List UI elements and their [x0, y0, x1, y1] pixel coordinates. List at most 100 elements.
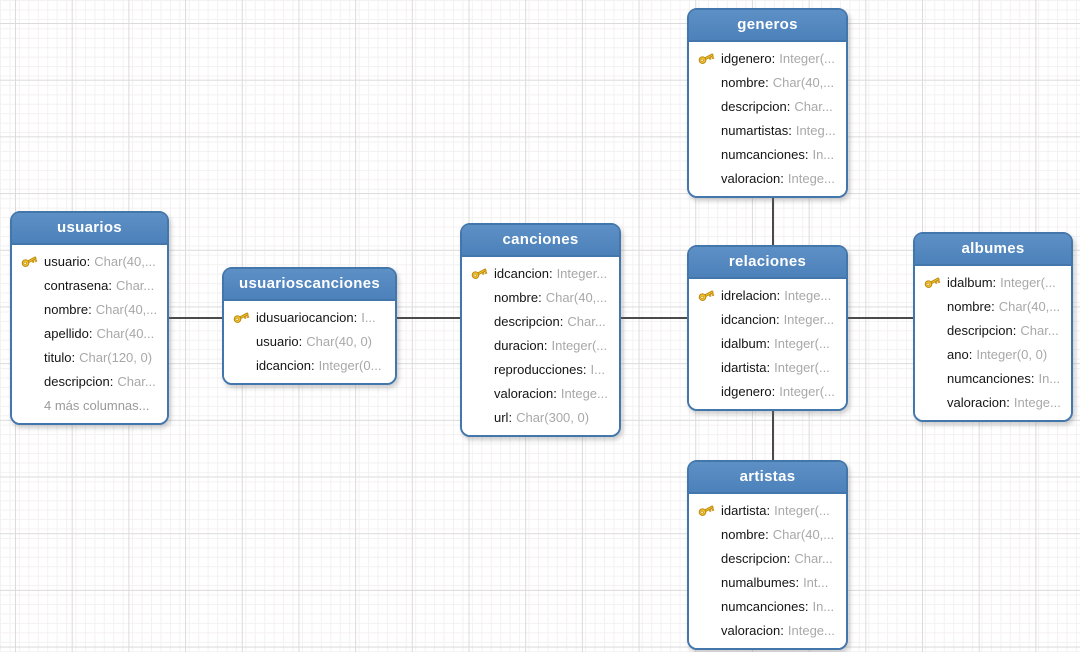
- column-row: idartista:Integer(...: [695, 355, 840, 379]
- column-name: descripcion: [494, 313, 560, 329]
- column-name: idgenero: [721, 50, 772, 66]
- column-type: Char(40,...: [545, 289, 608, 305]
- column-row: idrelacion:Intege...: [695, 283, 840, 307]
- column-row: titulo:Char(120, 0): [18, 345, 161, 369]
- relationship-connector-relaciones-albumes[interactable]: [840, 317, 922, 319]
- column-type: Char...: [1020, 322, 1059, 338]
- column-type: Intege...: [1013, 394, 1061, 410]
- column-row: nombre:Char(40,...: [695, 522, 840, 546]
- column-colon: :: [776, 287, 781, 303]
- column-type: Char...: [117, 373, 156, 389]
- column-name: nombre: [947, 298, 992, 314]
- table-title: usuarios: [12, 213, 167, 245]
- table-columns: usuario:Char(40,...contrasena:Char...nom…: [12, 245, 167, 423]
- relationship-connector-usuarioscanciones-canciones[interactable]: [388, 317, 470, 319]
- column-name: reproducciones: [494, 361, 583, 377]
- column-name: usuario: [256, 333, 299, 349]
- column-type: Integer(0...: [318, 357, 382, 373]
- column-row: idartista:Integer(...: [695, 498, 840, 522]
- column-type: Integer...: [556, 265, 608, 281]
- column-type: Char...: [115, 277, 155, 293]
- primary-key-icon: [468, 266, 494, 280]
- column-colon: :: [788, 122, 792, 138]
- column-type: Integer(...: [774, 359, 830, 375]
- column-row: duracion:Integer(...: [468, 333, 613, 357]
- column-colon: :: [766, 335, 771, 351]
- table-columns: idartista:Integer(...nombre:Char(40,...d…: [689, 494, 846, 648]
- column-name: valoracion: [721, 622, 781, 638]
- table-title: relaciones: [689, 247, 846, 279]
- column-name: valoracion: [721, 170, 781, 186]
- column-colon: :: [310, 357, 315, 373]
- column-name: idalbum: [947, 274, 993, 290]
- table-columns: idusuariocancion:I...usuario:Char(40, 0)…: [224, 301, 395, 383]
- column-name: ano: [947, 346, 969, 362]
- column-name: nombre: [721, 74, 766, 90]
- column-type: Char(40,...: [772, 526, 835, 542]
- column-colon: :: [508, 409, 513, 425]
- column-name: numcanciones: [721, 146, 805, 162]
- column-row: idgenero:Integer(...: [695, 379, 840, 403]
- table-title: albumes: [915, 234, 1071, 266]
- column-row: descripcion:Char...: [18, 369, 161, 393]
- more-columns-label: 4 más columnas...: [44, 397, 150, 413]
- column-row: idcancion:Integer...: [695, 307, 840, 331]
- column-colon: :: [108, 277, 112, 293]
- column-colon: :: [766, 359, 771, 375]
- column-row: idusuariocancion:I...: [230, 305, 389, 329]
- table-columns: idgenero:Integer(...nombre:Char(40,...de…: [689, 42, 846, 196]
- primary-key-icon: [695, 51, 721, 65]
- column-type: Integer...: [783, 311, 835, 327]
- column-name: idcancion: [721, 311, 776, 327]
- column-type: Char(300, 0): [516, 409, 590, 425]
- column-colon: :: [538, 289, 542, 305]
- column-colon: :: [775, 311, 780, 327]
- column-name: idusuariocancion: [256, 309, 354, 325]
- column-type: Char...: [794, 98, 833, 114]
- column-colon: :: [543, 337, 548, 353]
- column-row: 4 más columnas...: [18, 393, 161, 417]
- column-name: url: [494, 409, 509, 425]
- column-colon: :: [786, 98, 791, 114]
- column-type: Integer(...: [551, 337, 608, 353]
- column-colon: :: [86, 253, 91, 269]
- column-type: Char(40...: [96, 325, 155, 341]
- primary-key-icon: [18, 254, 44, 268]
- column-row: valoracion:Intege...: [695, 166, 840, 190]
- relationship-connector-canciones-relaciones[interactable]: [614, 317, 697, 319]
- table-title: generos: [689, 10, 846, 42]
- column-colon: :: [771, 50, 776, 66]
- primary-key-icon: [695, 503, 721, 517]
- column-name: valoracion: [494, 385, 554, 401]
- table-title: usuarioscanciones: [224, 269, 395, 301]
- relationship-connector-generos-relaciones[interactable]: [772, 182, 774, 253]
- column-row: numcanciones:In...: [695, 142, 840, 166]
- relationship-connector-usuarios-usuarioscanciones[interactable]: [164, 317, 234, 319]
- table-usuarioscanciones[interactable]: usuarioscanciones idusuariocancion:I... us…: [222, 267, 397, 385]
- column-name: apellido: [44, 325, 89, 341]
- column-type: Intege...: [787, 170, 835, 186]
- column-row: valoracion:Intege...: [921, 390, 1065, 414]
- column-colon: :: [582, 361, 587, 377]
- column-type: Int...: [803, 574, 829, 590]
- column-type: Char...: [794, 550, 833, 566]
- table-columns: idcancion:Integer...nombre:Char(40,...de…: [462, 257, 619, 435]
- column-type: Char(40,...: [95, 301, 158, 317]
- relationship-connector-relaciones-artistas[interactable]: [772, 398, 774, 468]
- column-name: idartista: [721, 502, 767, 518]
- column-name: nombre: [44, 301, 89, 317]
- column-row: nombre:Char(40,...: [468, 285, 613, 309]
- column-colon: :: [88, 325, 93, 341]
- column-type: I...: [590, 361, 605, 377]
- column-type: Integer(...: [774, 502, 830, 518]
- column-type: Char(120, 0): [79, 349, 153, 365]
- column-colon: :: [804, 146, 809, 162]
- column-colon: :: [765, 74, 769, 90]
